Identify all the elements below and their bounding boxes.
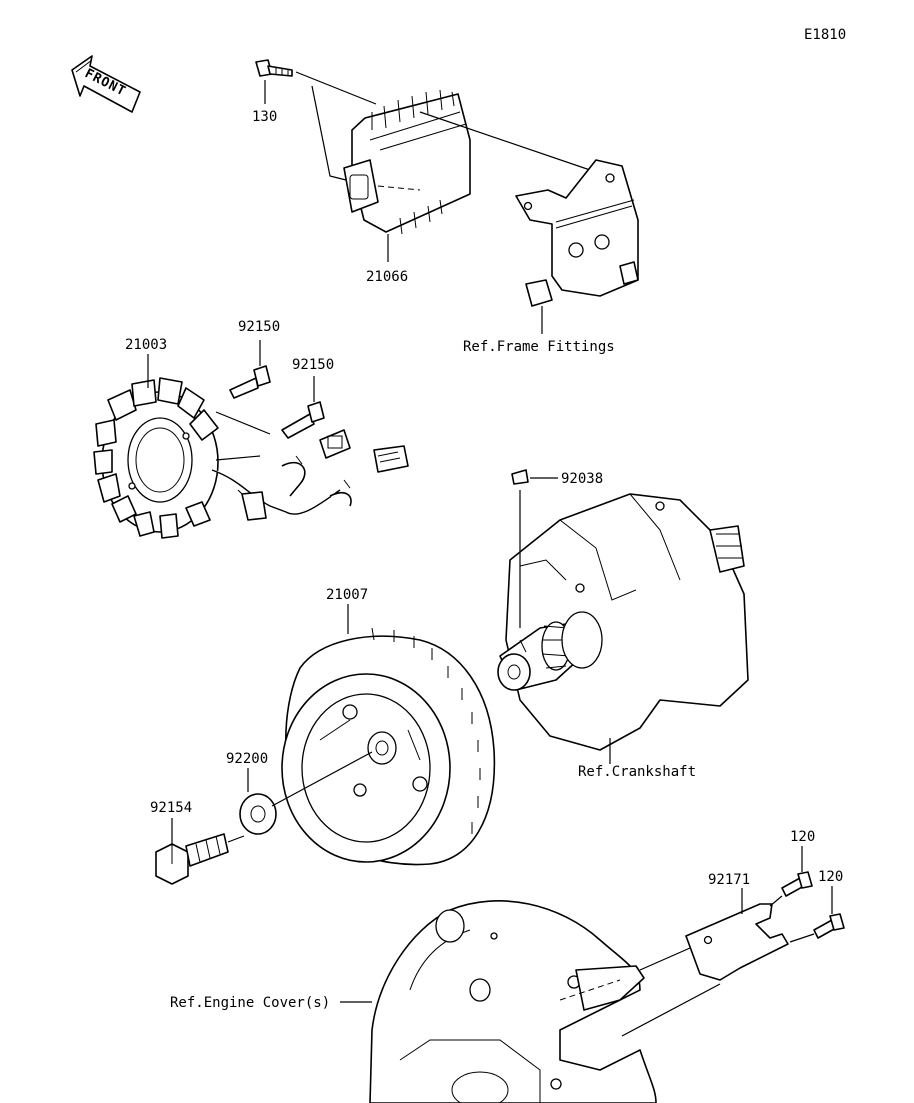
part-label-92150-b: 92150 [292,357,334,373]
crankshaft [497,493,749,751]
part-label-120-b: 120 [818,869,843,885]
part-label-92171: 92171 [708,872,750,888]
bolt-120-b [813,913,845,939]
part-label-120-a: 120 [790,829,815,845]
ref-frame-fittings: Ref.Frame Fittings [463,339,615,355]
bolt-92150-b [281,401,325,439]
regulator-rectifier [343,89,471,235]
stator-connector-b [373,445,409,473]
part-label-92038: 92038 [561,471,603,487]
part-label-130: 130 [252,109,277,125]
part-label-21003: 21003 [125,337,167,353]
ref-engine-cover: Ref.Engine Cover(s) [170,995,330,1011]
key-92038 [511,469,529,485]
part-label-92150-a: 92150 [238,319,280,335]
stator [93,377,341,539]
washer-92200 [239,793,277,835]
bolt-120-a [781,871,813,897]
part-label-92200: 92200 [226,751,268,767]
diagram-id: E1810 [804,27,846,43]
ref-crankshaft: Ref.Crankshaft [578,764,696,780]
bolt-130 [255,59,293,77]
part-label-92154: 92154 [150,800,192,816]
part-label-21007: 21007 [326,587,368,603]
frame-bracket [515,159,639,307]
stator-connector-a [319,429,351,459]
part-label-21066: 21066 [366,269,408,285]
cover-plate-92171 [685,903,789,981]
flywheel-rotor [281,627,496,866]
front-arrow-icon: FRONT [71,55,141,113]
engine-cover [369,900,657,1103]
bolt-92154 [155,833,229,885]
bolt-92150-a [229,365,271,399]
